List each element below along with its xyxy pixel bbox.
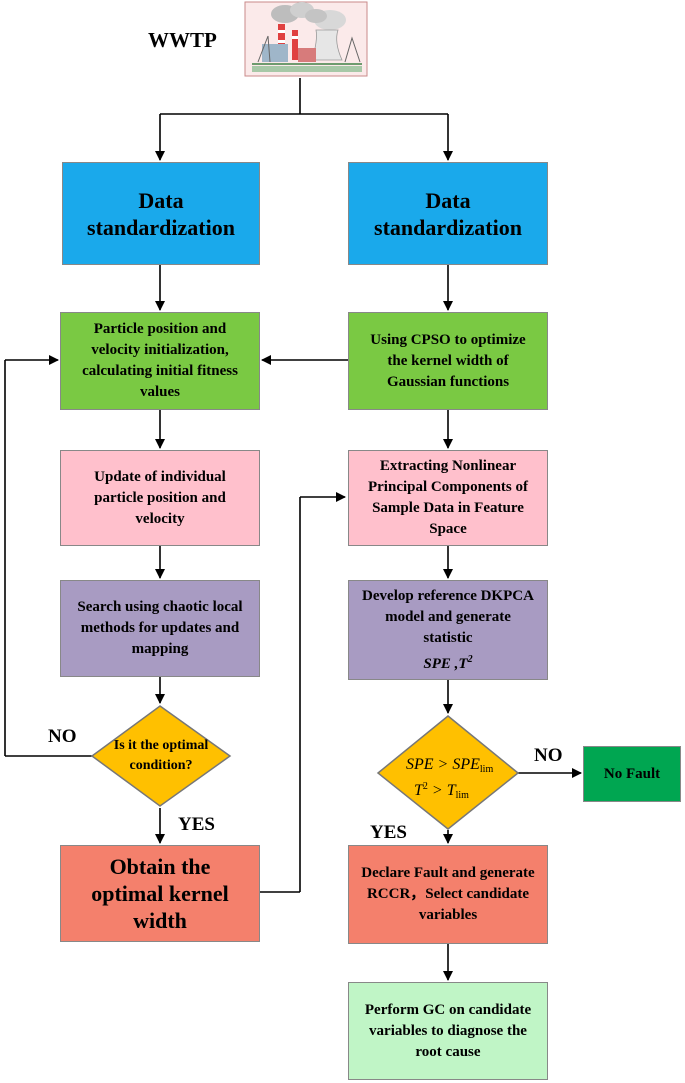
declare-fault-label: Declare Fault and generate RCCR，Select c…: [361, 865, 535, 923]
left-result-label: Obtain the optimal kernel width: [91, 854, 229, 933]
factory-icon: [244, 1, 368, 77]
left-result-box: Obtain the optimal kernel width: [60, 845, 260, 942]
right-develop-label: Develop reference DKPCA model and genera…: [362, 587, 534, 646]
declare-fault-box: Declare Fault and generate RCCR，Select c…: [348, 845, 548, 944]
left-yes-label: YES: [178, 814, 215, 835]
right-develop-stat: SPE ,T2: [423, 653, 473, 672]
condition-t2: T2 > Tlim: [414, 781, 469, 801]
left-search-label: Search using chaotic local methods for u…: [77, 599, 243, 657]
no-fault-label: No Fault: [603, 765, 661, 782]
left-init-label: Particle position and velocity initializ…: [82, 321, 238, 400]
optimal-decision-diamond: [90, 705, 232, 807]
left-standardize-label: Data standardization: [87, 187, 235, 240]
right-standardize-box: Data standardization: [348, 162, 548, 265]
left-init-box: Particle position and velocity initializ…: [60, 312, 260, 410]
left-no-label: NO: [48, 726, 77, 747]
left-update-box: Update of individual particle position a…: [60, 450, 260, 546]
right-develop-box: Develop reference DKPCA model and genera…: [348, 580, 548, 680]
left-update-label: Update of individual particle position a…: [94, 468, 226, 527]
right-yes-label: YES: [370, 822, 407, 843]
perform-gc-box: Perform GC on candidate variables to dia…: [348, 982, 548, 1080]
condition-spe: SPE > SPElim: [406, 756, 494, 775]
right-no-label: NO: [534, 745, 563, 766]
left-standardize-box: Data standardization: [62, 162, 260, 265]
right-extract-label: Extracting Nonlinear Principal Component…: [367, 458, 528, 537]
fault-decision-diamond: [376, 715, 520, 830]
right-cpso-box: Using CPSO to optimize the kernel width …: [348, 312, 548, 410]
left-decision-label: Is it the optimal condition?: [113, 738, 209, 773]
no-fault-box: No Fault: [583, 746, 681, 802]
wwtp-title: WWTP: [148, 28, 217, 52]
perform-gc-label: Perform GC on candidate variables to dia…: [364, 1001, 532, 1060]
right-cpso-label: Using CPSO to optimize the kernel width …: [370, 331, 526, 390]
left-search-box: Search using chaotic local methods for u…: [60, 580, 260, 677]
right-standardize-label: Data standardization: [374, 187, 522, 240]
right-extract-box: Extracting Nonlinear Principal Component…: [348, 450, 548, 546]
